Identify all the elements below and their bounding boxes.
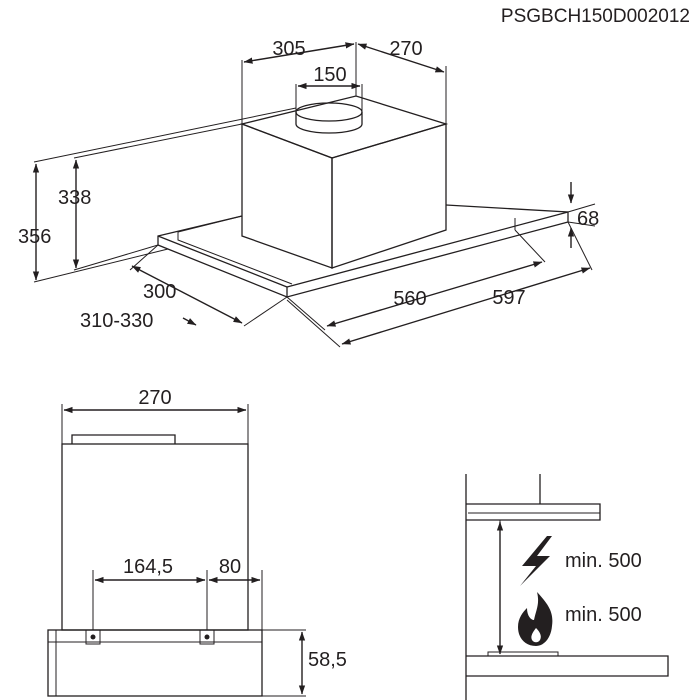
dim-label-58-5: 58,5 [308, 649, 347, 671]
dim-label-356: 356 [18, 226, 51, 248]
dim-label-560: 560 [393, 288, 426, 310]
flame-icon [518, 592, 553, 646]
dim-label-597: 597 [492, 287, 525, 309]
dim-label-310-330: 310-330 [80, 310, 153, 332]
dim-label-305: 305 [272, 38, 305, 60]
dim-line-305 [243, 42, 355, 64]
iso-extension-lines [33, 42, 596, 348]
chimney-box [239, 95, 449, 269]
duct-collar [295, 102, 363, 134]
install-clearance-view: min. 500 min. 500 [465, 474, 669, 700]
dim-label-150: 150 [313, 64, 346, 86]
canopy-panel [157, 204, 569, 298]
dim-label-80: 80 [219, 556, 241, 578]
electric-hob-clearance-label: min. 500 [565, 550, 642, 572]
dim-line-270-top [357, 43, 445, 73]
dim-label-270-top: 270 [389, 38, 422, 60]
lightning-icon [520, 536, 552, 586]
isometric-view: 305 270 150 338 356 300 310-330 560 597 … [18, 38, 599, 348]
dim-label-68: 68 [577, 208, 599, 230]
side-view: 270 164,5 80 58,5 [47, 387, 347, 697]
dim-line-597 [341, 267, 591, 345]
dim-label-164-5: 164,5 [123, 556, 173, 578]
dim-line-300 [131, 265, 243, 324]
dim-label-338: 338 [58, 187, 91, 209]
dim-line-310-330 [182, 317, 197, 326]
document-code: PSGBCH150D002012 [501, 6, 690, 27]
gas-hob-clearance-label: min. 500 [565, 604, 642, 626]
dim-label-270-side: 270 [138, 387, 171, 409]
dim-label-300: 300 [143, 281, 176, 303]
